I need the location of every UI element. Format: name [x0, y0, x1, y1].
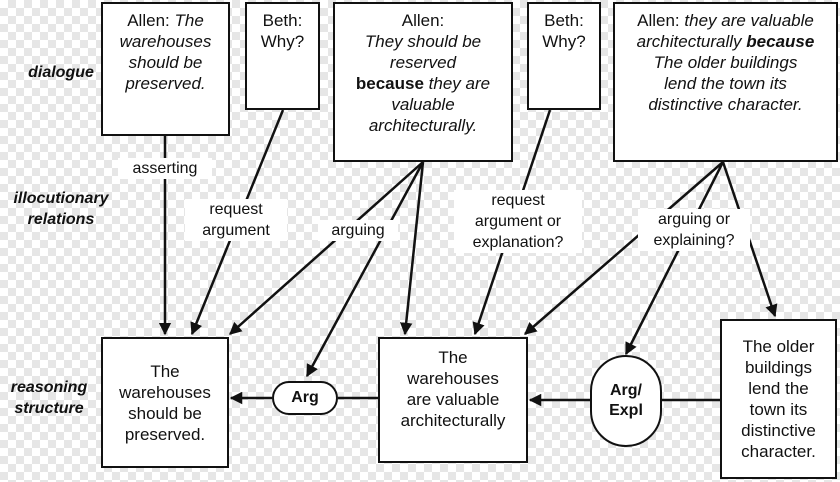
tier-label-illocutionary: illocutionary relations	[0, 188, 122, 230]
illocution-arguing-or-explaining: arguing or explaining?	[638, 209, 750, 251]
dialogue-turn-2: Beth: Why?	[245, 2, 320, 110]
illocution-arguing: arguing	[318, 220, 398, 241]
turn-text: preserved.	[125, 74, 206, 93]
turn-text: warehouses	[119, 32, 212, 51]
turn-text: The	[174, 11, 204, 30]
tier-label-dialogue: dialogue	[8, 62, 114, 83]
proposition-text: town its	[749, 400, 808, 419]
dialogue-turn-5: Allen: they are valuable architecturally…	[613, 2, 838, 162]
arguing-edge-to-premise	[399, 161, 425, 336]
arguing-or-explaining-edge-to-premise	[524, 161, 724, 335]
turn-text: Why?	[260, 32, 305, 51]
proposition-text: character.	[741, 442, 816, 461]
illocution-text: explaining?	[653, 232, 735, 249]
proposition-text: preserved.	[124, 424, 206, 444]
illocution-text: explanation?	[472, 234, 564, 251]
turn-text: they are	[428, 74, 491, 93]
proposition-text: are valuable	[406, 390, 500, 409]
turn-text: should be	[128, 53, 203, 72]
speaker: Allen:	[637, 11, 680, 30]
proposition-text: distinctive	[741, 421, 816, 440]
illocution-text: request	[209, 201, 263, 218]
turn-text: valuable	[391, 95, 455, 114]
turn-text: architecturally.	[368, 116, 478, 135]
turn-text: distinctive character.	[648, 95, 803, 114]
proposition-text: warehouses	[407, 369, 499, 388]
tier-label-text: structure	[14, 400, 84, 417]
because-keyword: because	[355, 74, 424, 93]
illocution-text: argument or	[474, 213, 562, 230]
proposition-text: architecturally	[400, 411, 506, 430]
arg-node: Arg	[272, 381, 338, 415]
turn-text: The older buildings	[653, 53, 798, 72]
turn-line: Allen: they are valuable	[637, 10, 814, 31]
turn-text: They should be	[364, 32, 482, 51]
proposition-text: The older	[742, 337, 815, 356]
illocution-request-argument-or-explanation: request argument or explanation?	[454, 190, 582, 253]
tier-label-text: relations	[27, 211, 95, 228]
tier-label-reasoning: reasoning structure	[2, 377, 96, 419]
illocution-text: arguing	[331, 222, 385, 239]
turn-line: architecturally because	[637, 31, 815, 52]
illocution-text: argument	[202, 222, 270, 239]
proposition-text: warehouses	[119, 382, 211, 402]
speaker: Allen:	[127, 11, 170, 30]
speaker: Beth:	[262, 11, 303, 30]
proposition-text: should be	[128, 403, 202, 423]
reasoning-sub-premise: The older buildings lend the town its di…	[720, 319, 837, 479]
turn-line: Allen: The	[127, 10, 204, 31]
arg-expl-node: Arg/ Expl	[590, 355, 662, 447]
speaker: Allen:	[401, 11, 445, 30]
arguing-edge-to-claim	[229, 161, 424, 335]
proposition-text: The	[150, 361, 180, 381]
because-keyword: because	[746, 32, 815, 51]
tier-label-text: illocutionary	[13, 190, 109, 207]
arguing-or-explaining-edge-to-node	[624, 161, 725, 356]
illocution-request-argument: request argument	[185, 199, 287, 241]
dialogue-turn-1: Allen: The warehouses should be preserve…	[101, 2, 230, 136]
reasoning-claim: The warehouses should be preserved.	[101, 337, 229, 468]
illocution-text: asserting	[132, 160, 198, 177]
dialogue-turn-3: Allen: They should be reserved because t…	[333, 2, 513, 162]
arguing-edge-to-arg	[305, 161, 425, 378]
node-text: Arg	[291, 389, 319, 406]
illocution-asserting: asserting	[118, 158, 212, 179]
turn-text: Why?	[542, 32, 586, 51]
illocution-text: arguing or	[657, 211, 731, 228]
turn-line: because they are	[356, 73, 490, 94]
speaker: Beth:	[544, 11, 584, 30]
illocution-text: request	[491, 192, 545, 209]
turn-text: architecturally	[636, 32, 742, 51]
proposition-text: The	[438, 348, 468, 367]
turn-text: reserved	[389, 53, 457, 72]
proposition-text: lend the	[748, 379, 809, 398]
node-text: Arg/	[610, 382, 642, 399]
node-text: Expl	[609, 402, 643, 419]
reasoning-premise: The warehouses are valuable architectura…	[378, 337, 528, 463]
tier-label-text: dialogue	[28, 64, 94, 81]
turn-text: lend the town its	[664, 74, 787, 93]
proposition-text: buildings	[744, 358, 813, 377]
dialogue-turn-4: Beth: Why?	[527, 2, 601, 110]
turn-text: they are valuable	[684, 11, 814, 30]
tier-label-text: reasoning	[10, 379, 88, 396]
